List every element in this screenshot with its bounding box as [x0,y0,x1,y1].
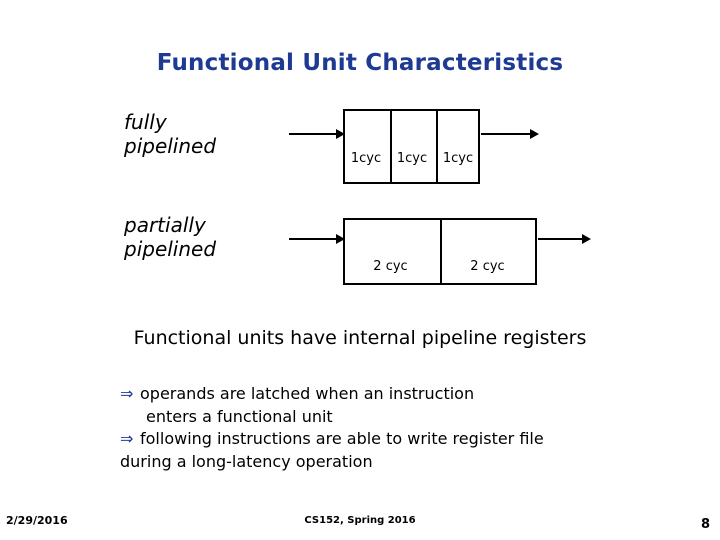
bullet-text-2: following instructions are able to write… [140,429,544,449]
label-fully-pipelined: fully pipelined [124,110,217,159]
double-arrow-icon: ⇒ [120,429,134,449]
arrow-out-fully-head [530,129,539,139]
fully-pipelined-divider-2 [436,111,438,182]
partial-stage-label-1: 2 cyc [373,259,408,274]
bullet-cont-2: during a long-latency operation [120,452,373,472]
arrow-in-partial-line [289,238,337,240]
fully-pipelined-unit-box [343,109,480,184]
arrow-out-fully-line [481,133,531,135]
list-item: ⇒ following instructions are able to writ… [120,428,680,473]
partial-stage-label-2: 2 cyc [470,259,505,274]
bullet-cont-1: enters a functional unit [146,406,333,426]
bullet-text-1: operands are latched when an instruction [140,384,475,403]
footer-date: 2/29/2016 [6,514,68,527]
partially-pipelined-divider-1 [440,220,442,283]
bullet-list: ⇒ operands are latched when an instructio… [120,383,680,474]
fully-stage-label-3: 1cyc [442,151,474,166]
arrow-out-partial-line [538,238,583,240]
arrow-in-fully-line [289,133,337,135]
partially-pipelined-unit-box [343,218,537,285]
label-partially-pipelined: partially pipelined [124,213,217,262]
arrow-in-fully-head [336,129,345,139]
fully-stage-label-1: 1cyc [350,151,382,166]
double-arrow-icon: ⇒ [120,384,134,403]
arrow-in-partial-head [336,234,345,244]
fully-stage-label-2: 1cyc [396,151,428,166]
arrow-out-partial-head [582,234,591,244]
footer-page-number: 8 [700,517,710,532]
statement-text: Functional units have internal pipeline … [133,327,587,349]
list-item: ⇒ operands are latched when an instructio… [120,383,680,428]
page-title: Functional Unit Characteristics [156,50,564,76]
footer-course: CS152, Spring 2016 [304,515,416,526]
fully-pipelined-divider-1 [390,111,392,182]
